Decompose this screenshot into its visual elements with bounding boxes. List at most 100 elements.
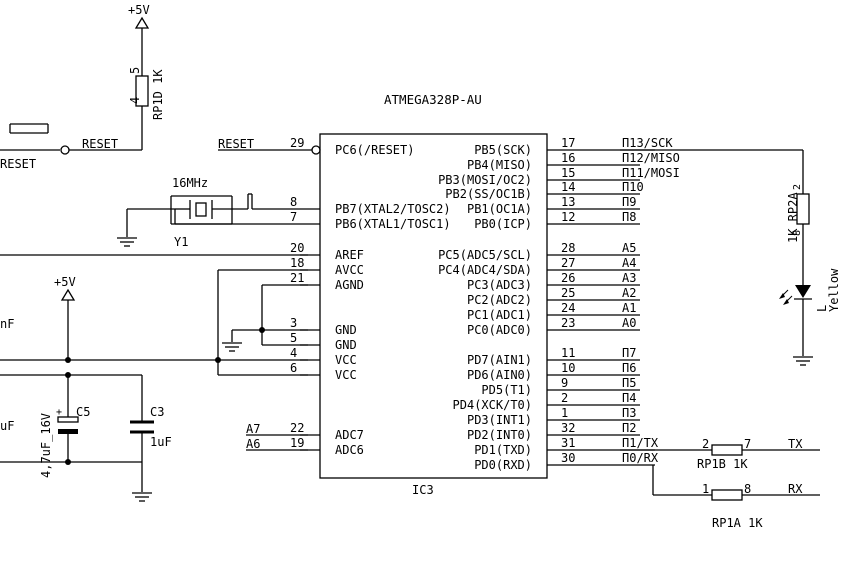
ic-pin-number: 28 — [561, 241, 575, 255]
reset-switch-label: RESET — [0, 157, 36, 171]
ic-pin-number: 22 — [290, 421, 304, 435]
capacitor-c5: + C5 4,7uF_16V — [39, 405, 90, 478]
rp1a-label: RP1A 1K — [712, 516, 763, 530]
rp1d-label: RP1D 1K — [151, 69, 165, 120]
power-mid-label: +5V — [54, 275, 76, 289]
rp1b-pin-left: 2 — [702, 437, 709, 451]
reset-net-label: RESET — [82, 137, 118, 151]
rp1d-resistor: 5 4 RP1D 1K — [128, 28, 165, 150]
ic-pin-name: PB4(MISO) — [467, 158, 532, 172]
ic-pin-name: PC2(ADC2) — [467, 293, 532, 307]
net-label-rx: RX — [788, 482, 803, 496]
rp1d-pin-bottom: 4 — [128, 97, 142, 104]
ic-pin-number: 16 — [561, 151, 575, 165]
ic-pin-number: 27 — [561, 256, 575, 270]
led-color: Yellow — [827, 268, 841, 312]
c5-plus: + — [56, 407, 62, 418]
ic-pin-name: PB0(ICP) — [474, 217, 532, 231]
cut-cap-value-bottom: uF — [0, 419, 14, 433]
ic-pin-name: PC4(ADC4/SDA) — [438, 263, 532, 277]
ic-pin-name: PB5(SCK) — [474, 143, 532, 157]
power-symbol-mid: +5V — [54, 275, 76, 301]
ic-pin-number: 32 — [561, 421, 575, 435]
ic-pin-number: 31 — [561, 436, 575, 450]
rp2a-pin-bottom: 8 — [792, 230, 803, 236]
ic-reset-net-label: RESET — [218, 137, 254, 151]
ic-pin-number: 23 — [561, 316, 575, 330]
ic-pin-number: 25 — [561, 286, 575, 300]
ic-pin-number: 4 — [290, 346, 297, 360]
ic-pin-name: PC0(ADC0) — [467, 323, 532, 337]
ic-pin-name: AGND — [335, 278, 364, 292]
net-label: Π11/MOSI — [622, 166, 680, 180]
net-label: A3 — [622, 271, 636, 285]
ic-pin-number: 10 — [561, 361, 575, 375]
rx-resistor-rp1a: 1 8 RP1A 1K RX — [652, 465, 820, 530]
power-top-label: +5V — [128, 3, 150, 17]
ic-pin-name: ADC7 — [335, 428, 364, 442]
ic-pin-number: 15 — [561, 166, 575, 180]
reset-switch: RESET — [0, 123, 70, 171]
c5-ref: C5 — [76, 405, 90, 419]
ic-pin-name: PB6(XTAL1/TOSC1) — [335, 217, 451, 231]
capacitor-c3: C3 1uF — [130, 405, 172, 449]
net-label: Π0/RX — [622, 451, 659, 465]
rp1b-pin-right: 7 — [744, 437, 751, 451]
pin-inversion-bubble — [311, 145, 321, 155]
ic-pin-name: PD0(RXD) — [474, 458, 532, 472]
ic-pin-number: 26 — [561, 271, 575, 285]
net-label: Π7 — [622, 346, 636, 360]
led-ref: L — [815, 305, 829, 312]
net-label: Π9 — [622, 195, 636, 209]
ic-pin-name: PC3(ADC3) — [467, 278, 532, 292]
ic-pin-number: 30 — [561, 451, 575, 465]
ic-pin-number: 7 — [290, 210, 297, 224]
net-label: A0 — [622, 316, 636, 330]
tx-resistor-rp1b: 2 7 RP1B 1K TX — [620, 437, 820, 471]
rp1a-pin-left: 1 — [702, 482, 709, 496]
ic-pin-name: ADC6 — [335, 443, 364, 457]
rp1b-label: RP1B 1K — [697, 457, 748, 471]
ic-pin-number: 2 — [561, 391, 568, 405]
ic-pin-name: AVCC — [335, 263, 364, 277]
net-label: Π6 — [622, 361, 636, 375]
ic-pin-number: 8 — [290, 195, 297, 209]
ic-pin-name: PB1(OC1A) — [467, 202, 532, 216]
ic-pin-number: 1 — [561, 406, 568, 420]
net-label: Π8 — [622, 210, 636, 224]
ic-pin-name: PC6(/RESET) — [335, 143, 414, 157]
net-label: Π1/TX — [622, 436, 659, 450]
net-label-tx: TX — [788, 437, 803, 451]
ic-pin-name: PC5(ADC5/SCL) — [438, 248, 532, 262]
rp2a-pin-top: 2 — [792, 184, 803, 190]
ic-pin-name: PB2(SS/OC1B) — [445, 187, 532, 201]
ic-pin-number: 18 — [290, 256, 304, 270]
net-label: A5 — [622, 241, 636, 255]
ic-pin-number: 13 — [561, 195, 575, 209]
ic-pin-name: PD6(AIN0) — [467, 368, 532, 382]
ic-pin-name: VCC — [335, 368, 357, 382]
ic-pin-name: PB7(XTAL2/TOSC2) — [335, 202, 451, 216]
net-label: Π2 — [622, 421, 636, 435]
cut-cap-value-top: nF — [0, 317, 14, 331]
ic-pin-number: 12 — [561, 210, 575, 224]
reset-net: RESET — [69, 137, 142, 151]
ic-pin-name: AREF — [335, 248, 364, 262]
c5-value: 4,7uF_16V — [39, 413, 53, 478]
ic-pin-number: 14 — [561, 180, 575, 194]
ic-pin-name: PD5(T1) — [481, 383, 532, 397]
